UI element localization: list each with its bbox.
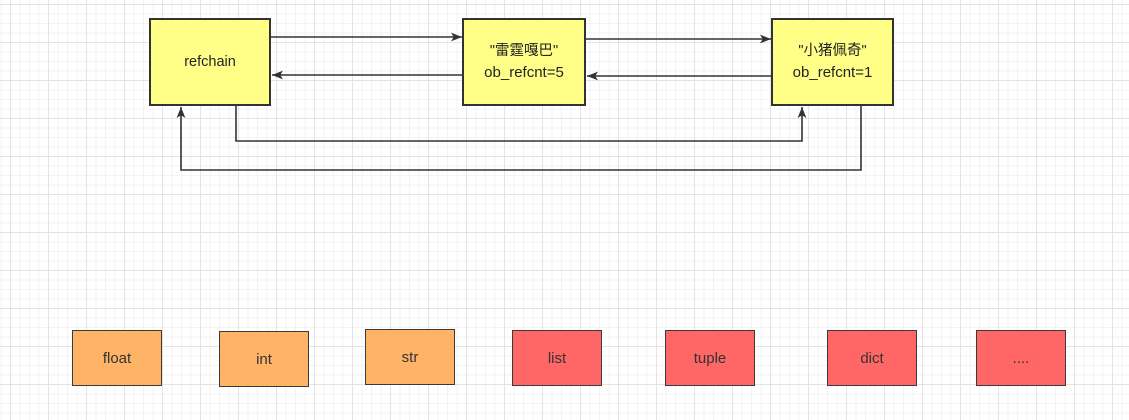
refchain-label: refchain xyxy=(184,53,236,70)
type-label: dict xyxy=(860,349,884,367)
type-node-tuple: tuple xyxy=(665,330,755,386)
type-label: str xyxy=(401,348,419,366)
object-node-leiting: "雷霆嘎巴" ob_refcnt=5 xyxy=(462,18,586,106)
object-refcnt-label: ob_refcnt=5 xyxy=(484,64,564,81)
type-label: float xyxy=(102,349,132,367)
type-node-int: int xyxy=(219,331,309,387)
edge-refchain-to-peppa xyxy=(235,106,807,142)
refchain-node: refchain xyxy=(149,18,271,106)
type-node-str: str xyxy=(365,329,455,385)
type-label: .... xyxy=(1012,349,1030,367)
type-node-dict: dict xyxy=(827,330,917,386)
object-node-peppa: "小猪佩奇" ob_refcnt=1 xyxy=(771,18,894,106)
object-name-label: "雷霆嘎巴" xyxy=(489,43,559,59)
type-node-more: .... xyxy=(976,330,1066,386)
type-label: tuple xyxy=(693,349,727,367)
type-label: int xyxy=(256,350,272,368)
object-name-label: "小猪佩奇" xyxy=(798,43,867,59)
object-refcnt-label: ob_refcnt=1 xyxy=(792,64,873,81)
type-node-float: float xyxy=(72,330,162,386)
edge-peppa-to-refchain xyxy=(176,106,862,171)
type-label: list xyxy=(547,349,567,367)
type-node-list: list xyxy=(512,330,602,386)
